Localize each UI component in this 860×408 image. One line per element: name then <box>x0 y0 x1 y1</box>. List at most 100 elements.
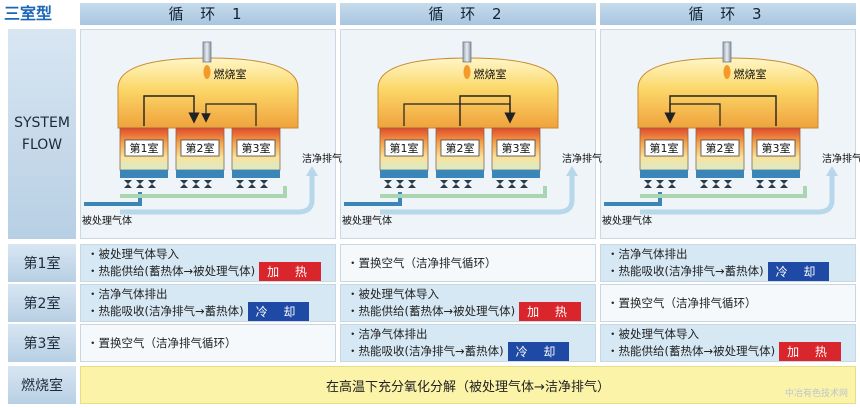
valve-icon <box>712 180 720 188</box>
exhaust-arrow-icon <box>306 166 318 176</box>
cell-text: ・洁净气体排出 <box>607 246 688 261</box>
clean-exhaust-label: 洁净排气 <box>562 152 602 165</box>
clean-exhaust-label: 洁净排气 <box>822 152 860 165</box>
room3-label: 第3室 <box>8 324 76 362</box>
exhaust-duct <box>120 172 315 215</box>
chamber-label: 第1室 <box>130 141 159 155</box>
chamber-label-box <box>180 139 220 157</box>
chamber-label-box <box>700 139 740 157</box>
heat-badge: 加 热 <box>259 261 321 281</box>
exhaust-arrow-icon <box>566 166 578 176</box>
flow-diagram-cycle-3 <box>604 41 838 215</box>
cell-text: ・热能吸收(洁净排气→蓄热体) <box>87 304 244 318</box>
valve-icon <box>396 180 404 188</box>
chamber-label-box <box>756 139 796 157</box>
chamber-label: 第1室 <box>390 141 419 155</box>
treated-gas-label: 被处理气体 <box>602 214 652 227</box>
valve-icon <box>724 180 732 188</box>
cell-text: ・洁净气体排出 <box>87 286 168 301</box>
plenum-bar <box>752 170 800 178</box>
valve-icon <box>520 180 528 188</box>
valve-icon <box>464 180 472 188</box>
clean-exhaust-label: 洁净排气 <box>302 152 342 165</box>
valve-icon <box>508 180 516 188</box>
room1-label: 第1室 <box>8 244 76 282</box>
flow-arrow-purge <box>201 103 257 126</box>
cycle-1-room1-cell: ・被处理气体导入・热能供给(蓄热体→被处理气体)加 热 <box>80 244 336 282</box>
room2-label: 第2室 <box>8 284 76 322</box>
exhaust-duct <box>640 172 835 215</box>
valve-icon <box>260 180 268 188</box>
combustion-description: 在高温下充分氧化分解（被处理气体→洁净排气） <box>80 366 856 404</box>
valve-icon <box>700 180 708 188</box>
plenum-bar <box>696 170 744 178</box>
valve-icon <box>124 180 132 188</box>
valve-icon <box>236 180 244 188</box>
chamber-label: 第2室 <box>446 141 475 155</box>
chamber-label-box <box>440 139 480 157</box>
cell-text: ・被处理气体导入 <box>607 326 699 341</box>
cell-text: ・被处理气体导入 <box>347 286 439 301</box>
valve-icon <box>384 180 392 188</box>
purge-duct <box>120 186 287 198</box>
plenum-bar <box>436 170 484 178</box>
purge-duct <box>380 186 547 198</box>
chamber-label-box <box>236 139 276 157</box>
chamber-label: 第2室 <box>186 141 215 155</box>
cycle-2-room1-cell: ・置换空气（洁净排气循环） <box>340 244 596 282</box>
cycle-3-room1-cell: ・洁净气体排出・热能吸收(洁净排气→蓄热体)冷 却 <box>600 244 856 282</box>
valve-icon <box>756 180 764 188</box>
heat-badge: 加 热 <box>519 301 581 321</box>
valve-icon <box>644 180 652 188</box>
flow-diagram-cycle-2 <box>344 41 578 215</box>
combustion-chamber-label: 燃烧室 <box>214 67 247 81</box>
treated-gas-label: 被处理气体 <box>342 214 392 227</box>
cool-badge: 冷 却 <box>507 341 570 361</box>
cell-text: ・置换空气（洁净排气循环） <box>87 336 237 350</box>
valve-icon <box>452 180 460 188</box>
flame-icon <box>463 65 471 79</box>
plenum-bar <box>232 170 280 178</box>
cell-text: ・热能供给(蓄热体→被处理气体) <box>347 304 516 318</box>
burner-icon <box>202 41 212 63</box>
cell-text: ・热能吸收(洁净排气→蓄热体) <box>347 344 504 358</box>
heat-badge: 加 热 <box>779 341 841 361</box>
plenum-bar <box>640 170 688 178</box>
page-title: 三室型 <box>4 4 53 23</box>
chamber-label: 第2室 <box>706 141 735 155</box>
flame-icon <box>203 65 211 79</box>
combustion-chamber-label: 燃烧室 <box>474 67 507 81</box>
cool-badge: 冷 却 <box>247 301 310 321</box>
plenum-bar <box>176 170 224 178</box>
chamber-label: 第3室 <box>502 141 531 155</box>
cell-text: ・热能供给(蓄热体→被处理气体) <box>87 264 256 278</box>
cell-text: ・被处理气体导入 <box>87 246 179 261</box>
valve-icon <box>496 180 504 188</box>
plenum-bar <box>120 170 168 178</box>
cycle-2-room3-cell: ・洁净气体排出・热能吸收(洁净排气→蓄热体)冷 却 <box>340 324 596 362</box>
cycle-2-header: 循 环 2 <box>340 3 596 25</box>
chamber-label: 第3室 <box>242 141 271 155</box>
cycle-1-room3-cell: ・置换空气（洁净排气循环） <box>80 324 336 362</box>
treated-gas-label: 被处理气体 <box>82 214 132 227</box>
valve-icon <box>204 180 212 188</box>
cell-text: ・置换空气（洁净排气循环） <box>607 296 757 310</box>
cool-badge: 冷 却 <box>767 261 830 281</box>
cell-text: ・热能吸收(洁净排气→蓄热体) <box>607 264 764 278</box>
burner-icon <box>462 41 472 63</box>
valve-icon <box>180 180 188 188</box>
chamber-label-box <box>124 139 164 157</box>
valve-icon <box>248 180 256 188</box>
flow-arrow-purge <box>665 103 721 126</box>
valve-icon <box>768 180 776 188</box>
purge-duct <box>640 186 807 198</box>
flow-diagram-cycle-1 <box>84 41 318 215</box>
flame-icon <box>723 65 731 79</box>
valve-icon <box>408 180 416 188</box>
valve-icon <box>668 180 676 188</box>
combustion-chamber-label: 燃烧室 <box>734 67 767 81</box>
cycle-3-header: 循 环 3 <box>600 3 856 25</box>
watermark-text: 中冶有色技术网 <box>784 389 848 399</box>
cell-text: ・洁净气体排出 <box>347 326 428 341</box>
